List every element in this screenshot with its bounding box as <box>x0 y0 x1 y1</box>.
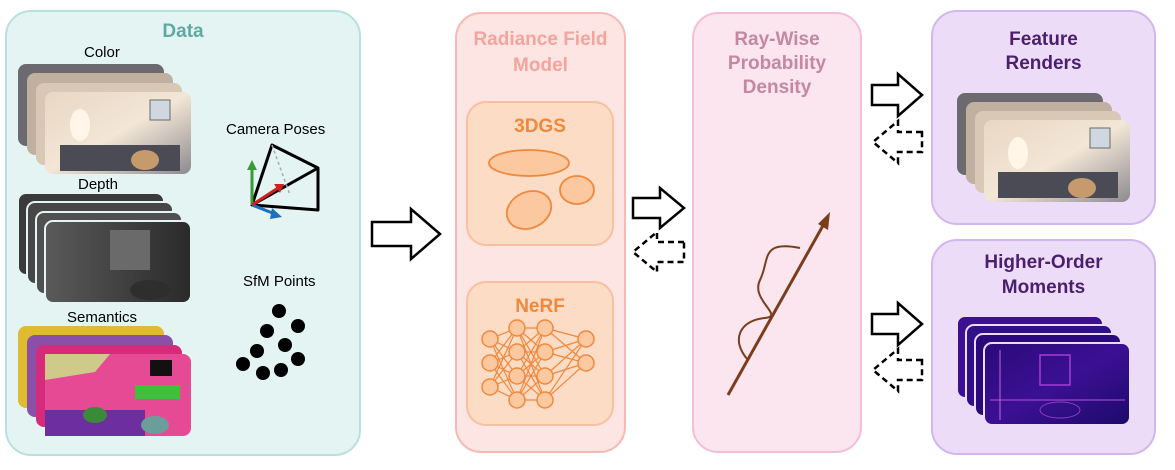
feature-title-line1: Feature <box>1009 29 1078 50</box>
density-title-line1: Ray-Wise <box>734 29 820 50</box>
radiance-title-line2: Model <box>513 55 568 76</box>
feature-title-line2: Renders <box>1005 53 1082 74</box>
depth-label: Depth <box>78 176 119 193</box>
depth-image-stack <box>17 192 192 304</box>
forward-arrow-moments <box>870 300 924 348</box>
data-panel-title: Data <box>162 21 204 42</box>
sfm-points-label: SfM Points <box>243 273 316 290</box>
forward-arrow-feature <box>870 71 924 119</box>
moments-render-stack <box>956 315 1131 426</box>
color-image-stack <box>18 64 191 174</box>
3dgs-label: 3DGS <box>514 116 566 137</box>
backward-arrow-density <box>631 229 686 275</box>
forward-arrow-density <box>631 185 686 231</box>
forward-arrow-main <box>370 206 442 262</box>
density-title-line3: Density <box>742 77 812 98</box>
neural-network-icon <box>481 319 595 409</box>
camera-pose-icon <box>247 143 320 219</box>
semantics-image-stack <box>18 326 191 436</box>
backward-arrow-feature <box>871 118 924 166</box>
moments-title-line1: Higher-Order <box>984 252 1103 273</box>
nerf-label: NeRF <box>515 296 565 317</box>
radiance-title-line1: Radiance Field <box>473 29 608 50</box>
gaussian-ellipses <box>488 149 595 230</box>
color-label: Color <box>84 44 120 61</box>
density-curve <box>737 245 801 361</box>
sfm-points-icon <box>236 304 305 380</box>
density-title-line2: Probability <box>727 53 827 74</box>
feature-render-stack <box>957 93 1130 202</box>
semantics-label: Semantics <box>67 309 138 326</box>
ray-line <box>726 212 830 396</box>
moments-title-line2: Moments <box>1001 277 1086 298</box>
camera-poses-label: Camera Poses <box>226 121 326 138</box>
ray-density-panel: Ray-Wise Probability Density <box>692 12 862 453</box>
backward-arrow-moments <box>871 346 924 394</box>
